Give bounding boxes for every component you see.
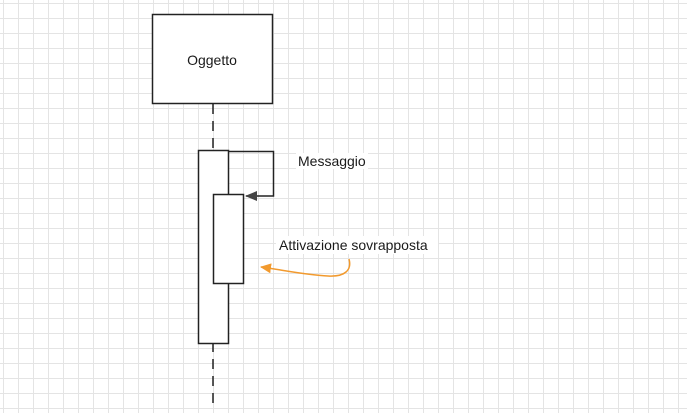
object-label: Oggetto [187, 52, 237, 68]
self-message-arrow[interactable] [228, 150, 275, 201]
message-label: Messaggio [296, 153, 368, 169]
annotation-label: Attivazione sovrapposta [276, 236, 438, 254]
object-box[interactable] [151, 13, 274, 105]
annotation-connector[interactable] [260, 258, 351, 277]
activation-bar-overlapping[interactable] [212, 193, 245, 285]
